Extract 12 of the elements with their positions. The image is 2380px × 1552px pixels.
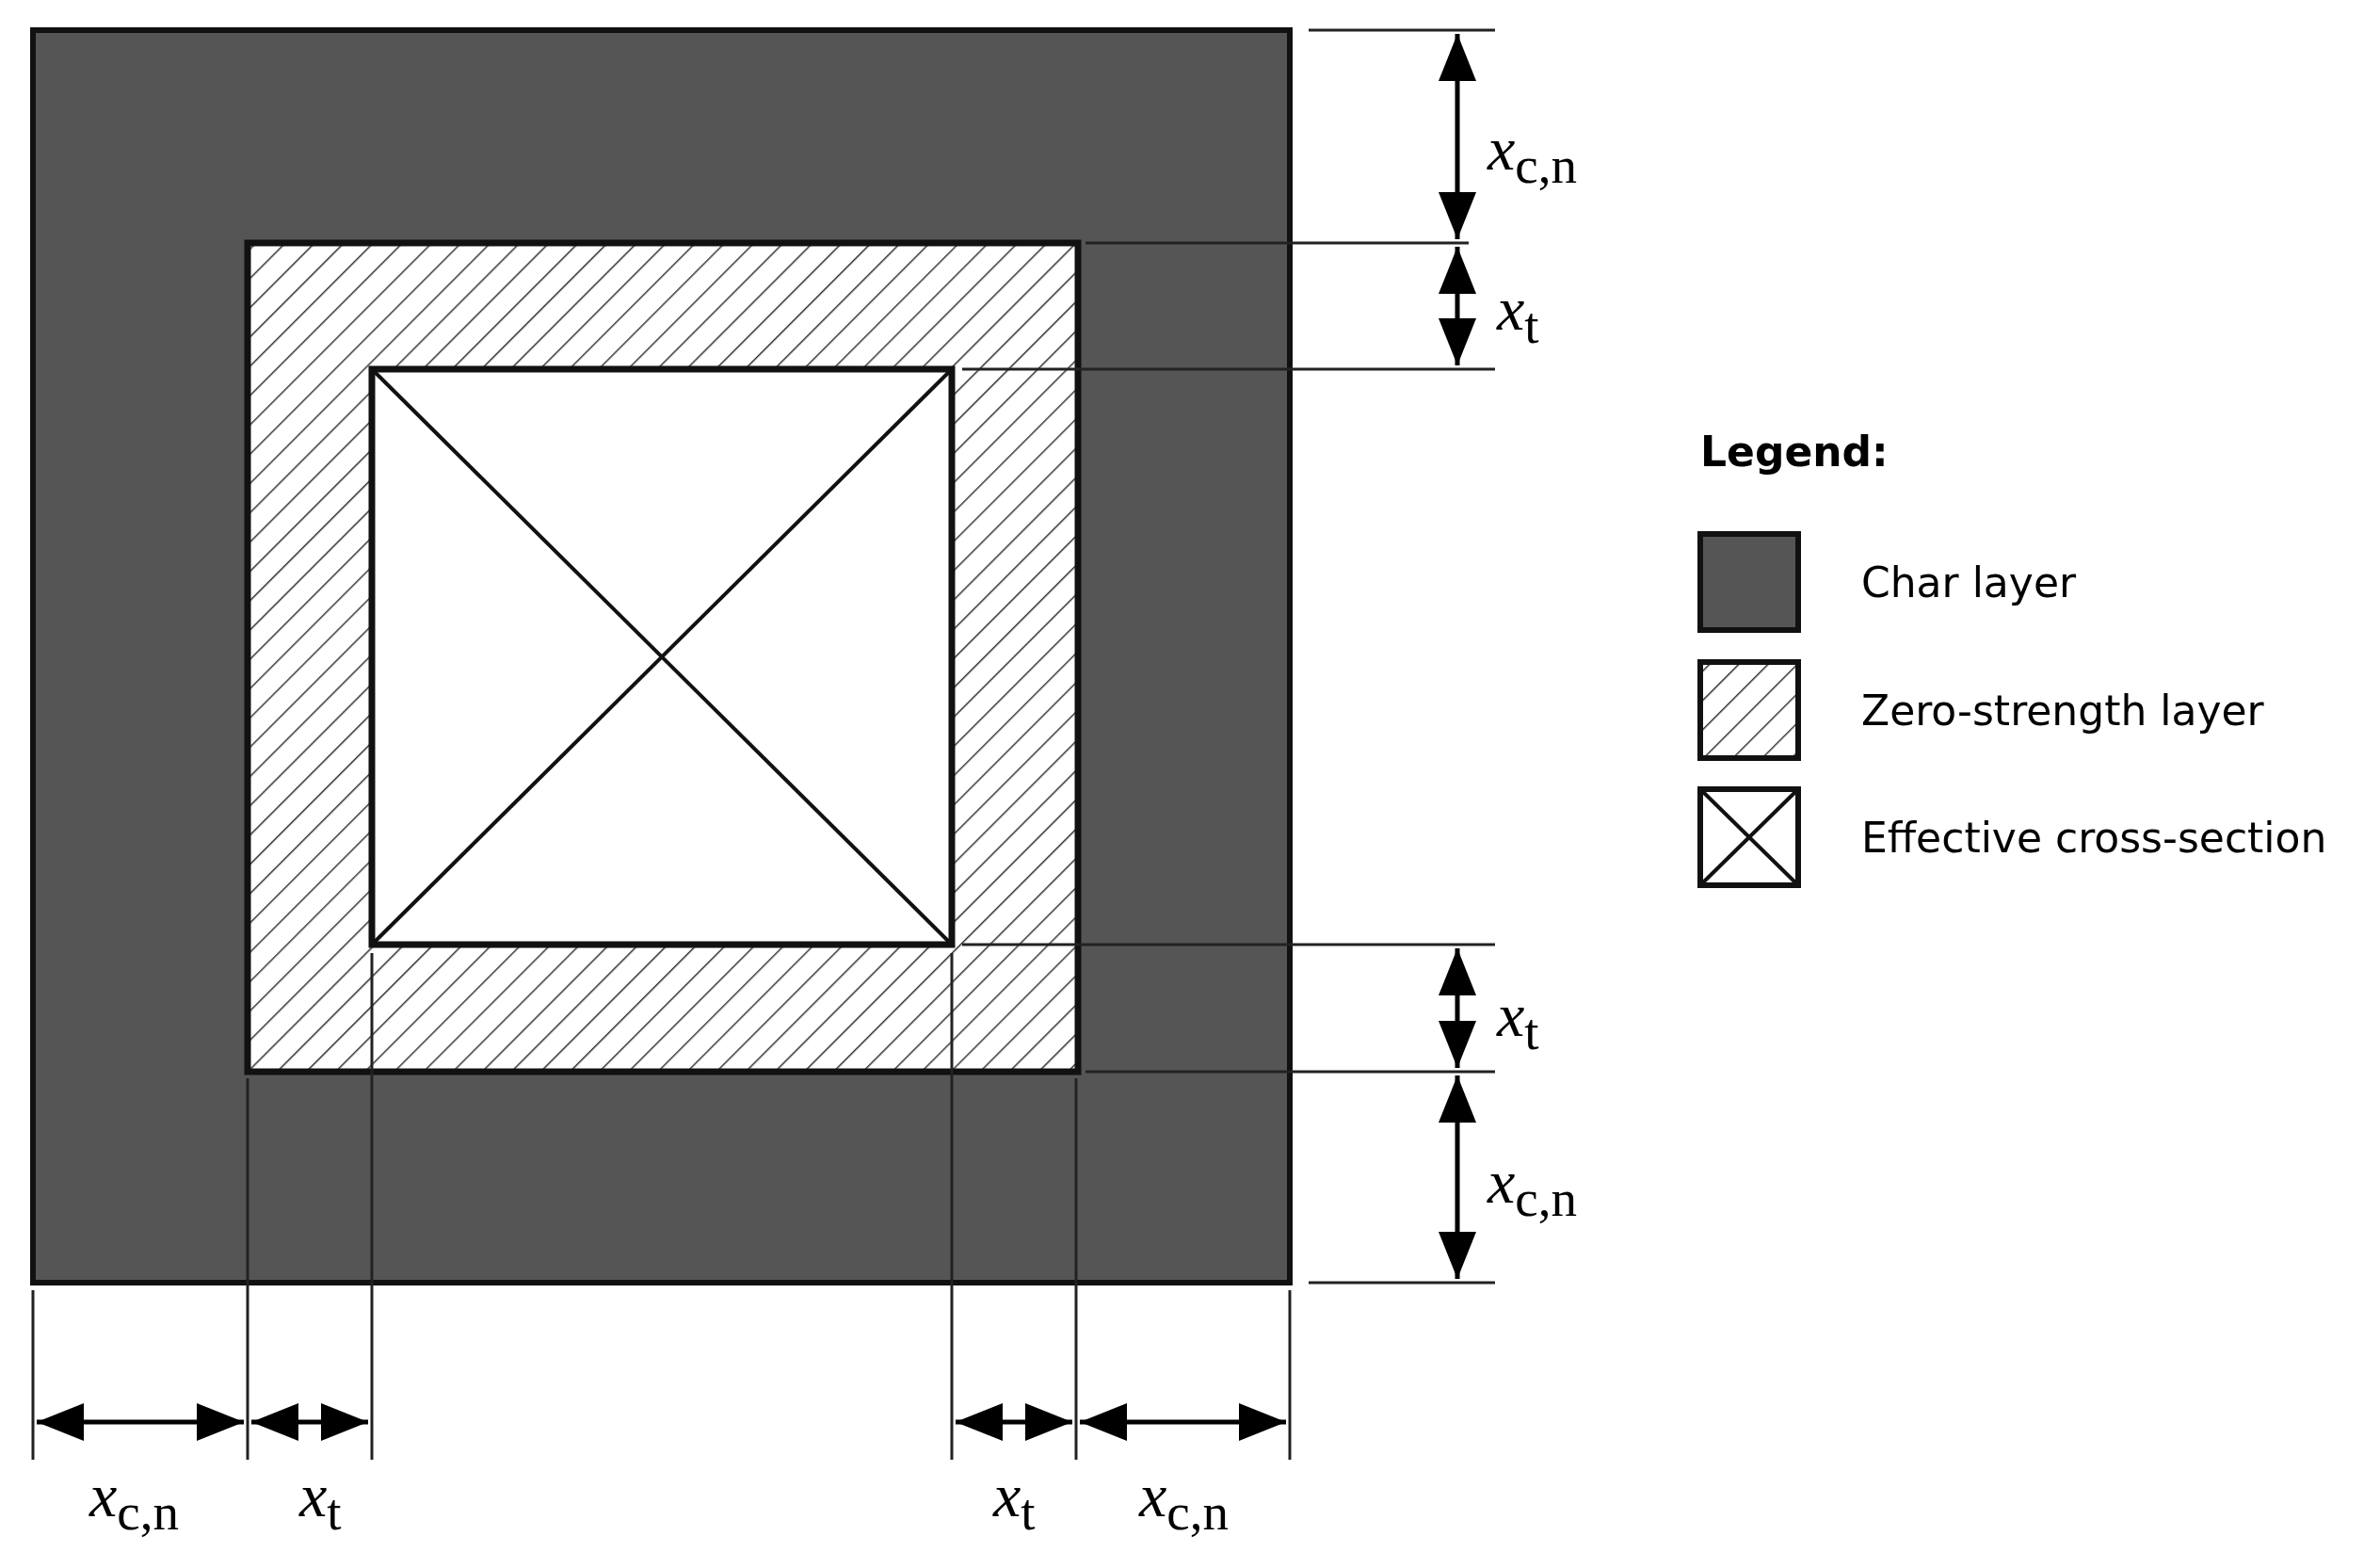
legend-label: Zero-strength layer <box>1861 690 2264 732</box>
legend-label: Char layer <box>1861 562 2077 604</box>
dimension-label: x$_{t}$ <box>1497 984 1539 1059</box>
dimension-label: x$_{c,n}$ <box>1488 1151 1577 1225</box>
dimension-label: x$_{t}$ <box>1497 278 1539 352</box>
dimension-label: x$_{t}$ <box>299 1464 342 1539</box>
dimension-label: x$_{t}$ <box>993 1464 1036 1539</box>
dimension-label: x$_{c,n}$ <box>1488 118 1577 192</box>
legend-title: Legend: <box>1700 431 1889 473</box>
legend-label: Effective cross-section <box>1861 817 2327 859</box>
dimension-label: x$_{c,n}$ <box>1139 1464 1229 1539</box>
dimension-label: x$_{c,n}$ <box>89 1464 179 1539</box>
